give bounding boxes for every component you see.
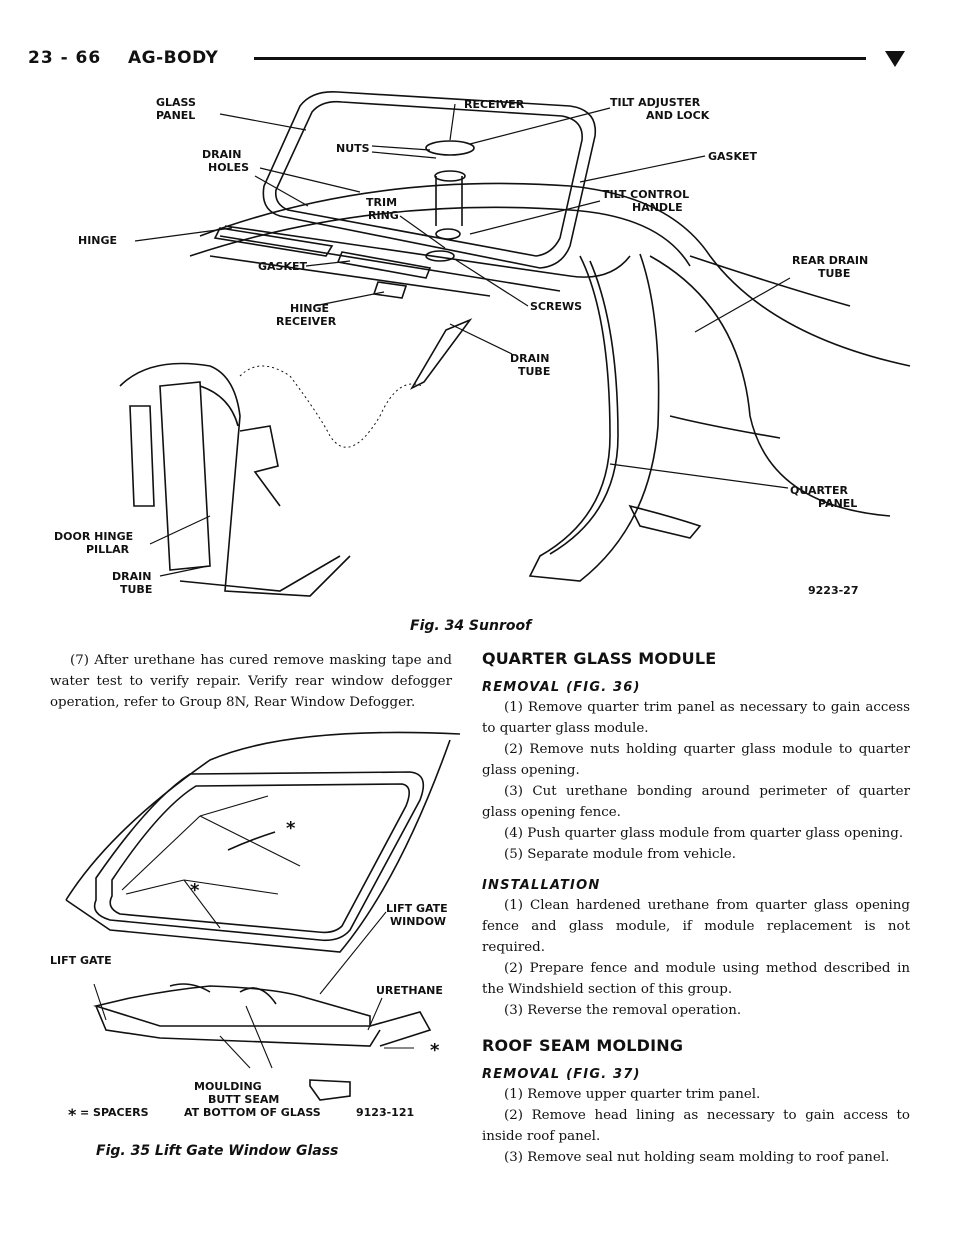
right-column: QUARTER GLASS MODULE REMOVAL (FIG. 36) (… bbox=[482, 648, 910, 1168]
label-hinge-receiver: HINGE bbox=[290, 302, 329, 315]
label-tilt-control: TILT CONTROL bbox=[602, 188, 689, 201]
label-drain-tube-low-2: TUBE bbox=[120, 583, 152, 596]
asterisk-mark-2: * bbox=[190, 880, 200, 901]
header-rule bbox=[254, 57, 866, 60]
label-drain-tube-2: TUBE bbox=[518, 365, 550, 378]
label-glass-panel: GLASS bbox=[156, 96, 196, 109]
label-door-hinge: DOOR HINGE bbox=[54, 530, 133, 543]
figure-caption-2: Fig. 35 Lift Gate Window Glass bbox=[96, 1143, 339, 1159]
label-drain-holes: DRAIN bbox=[202, 148, 241, 161]
label-drain-holes-2: HOLES bbox=[208, 161, 249, 174]
asterisk-mark-1: * bbox=[286, 818, 296, 839]
step-text: (1) Remove upper quarter trim panel. bbox=[504, 1087, 761, 1102]
step-text: (1) Clean hardened urethane from quarter… bbox=[482, 898, 910, 955]
label-lift-gate: LIFT GATE bbox=[50, 954, 112, 967]
body-paragraph: (7) After urethane has cured remove mask… bbox=[50, 650, 452, 713]
label-screws: SCREWS bbox=[530, 300, 582, 313]
step-text: (4) Push quarter glass module from quart… bbox=[504, 826, 904, 841]
step-text: (2) Remove head lining as necessary to g… bbox=[482, 1108, 910, 1144]
step-text: (2) Prepare fence and module using metho… bbox=[482, 961, 910, 997]
label-hinge-receiver-2: RECEIVER bbox=[276, 315, 337, 328]
figure-code: 9223-27 bbox=[808, 584, 859, 597]
label-spacers: = SPACERS bbox=[80, 1106, 149, 1119]
label-gasket-bottom: GASKET bbox=[258, 260, 308, 273]
label-door-hinge-2: PILLAR bbox=[86, 543, 130, 556]
label-nuts: NUTS bbox=[336, 142, 370, 155]
heading-quarter-glass: QUARTER GLASS MODULE bbox=[482, 649, 717, 668]
triangle-icon bbox=[885, 51, 905, 67]
step-text: (5) Separate module from vehicle. bbox=[504, 847, 736, 862]
label-trim-ring-2: RING bbox=[368, 209, 399, 222]
label-moulding: MOULDING bbox=[194, 1080, 262, 1093]
figure-code-2: 9123-121 bbox=[356, 1106, 414, 1119]
figure-caption: Fig. 34 Sunroof bbox=[410, 618, 532, 634]
label-lift-gate-window-2: WINDOW bbox=[390, 915, 446, 928]
label-moulding-2: BUTT SEAM bbox=[208, 1093, 279, 1106]
page-number: 23 - 66 bbox=[28, 48, 102, 68]
label-drain-tube-low: DRAIN bbox=[112, 570, 151, 583]
step-text: (3) Remove seal nut holding seam molding… bbox=[504, 1150, 890, 1165]
heading-removal-36: REMOVAL (FIG. 36) bbox=[482, 680, 641, 695]
label-tilt-adjuster: TILT ADJUSTER bbox=[610, 96, 701, 109]
page-header: 23 - 66 AG-BODY bbox=[28, 48, 932, 74]
lift-gate-illustration: * * * LIFT GATE WINDOW LIFT GATE URETHAN… bbox=[50, 731, 460, 1124]
label-rear-drain: REAR DRAIN bbox=[792, 254, 868, 267]
label-trim-ring: TRIM bbox=[366, 196, 397, 209]
step-text: (1) Remove quarter trim panel as necessa… bbox=[482, 700, 910, 736]
label-tilt-adjuster-2: AND LOCK bbox=[646, 109, 710, 122]
step-text: (3) Reverse the removal operation. bbox=[504, 1003, 742, 1018]
label-rear-drain-2: TUBE bbox=[818, 267, 850, 280]
label-quarter-panel: QUARTER bbox=[790, 484, 848, 497]
step-text: (2) Remove nuts holding quarter glass mo… bbox=[482, 742, 910, 778]
asterisk-legend: * bbox=[68, 1105, 77, 1124]
label-moulding-3: AT BOTTOM OF GLASS bbox=[184, 1106, 321, 1119]
figure-lift-gate: * * * LIFT GATE WINDOW LIFT GATE URETHAN… bbox=[50, 730, 460, 1140]
label-gasket-top: GASKET bbox=[708, 150, 758, 163]
section-title: AG-BODY bbox=[128, 48, 219, 68]
label-urethane: URETHANE bbox=[376, 984, 443, 997]
paragraph-text: (7) After urethane has cured remove mask… bbox=[50, 653, 452, 710]
label-glass-panel-2: PANEL bbox=[156, 109, 195, 122]
step-text: (3) Cut urethane bonding around perimete… bbox=[482, 784, 910, 820]
label-quarter-panel-2: PANEL bbox=[818, 497, 857, 510]
label-hinge: HINGE bbox=[78, 234, 117, 247]
figure-sunroof: GLASS PANEL RECEIVER TILT ADJUSTER AND L… bbox=[50, 86, 930, 616]
label-drain-tube: DRAIN bbox=[510, 352, 549, 365]
label-tilt-control-2: HANDLE bbox=[632, 201, 683, 214]
label-receiver: RECEIVER bbox=[464, 98, 525, 111]
asterisk-mark-3: * bbox=[430, 1040, 440, 1061]
sunroof-illustration: GLASS PANEL RECEIVER TILT ADJUSTER AND L… bbox=[54, 90, 911, 597]
heading-removal-37: REMOVAL (FIG. 37) bbox=[482, 1067, 641, 1082]
heading-installation: INSTALLATION bbox=[482, 878, 601, 893]
label-lift-gate-window: LIFT GATE bbox=[386, 902, 448, 915]
heading-roof-seam: ROOF SEAM MOLDING bbox=[482, 1036, 684, 1055]
